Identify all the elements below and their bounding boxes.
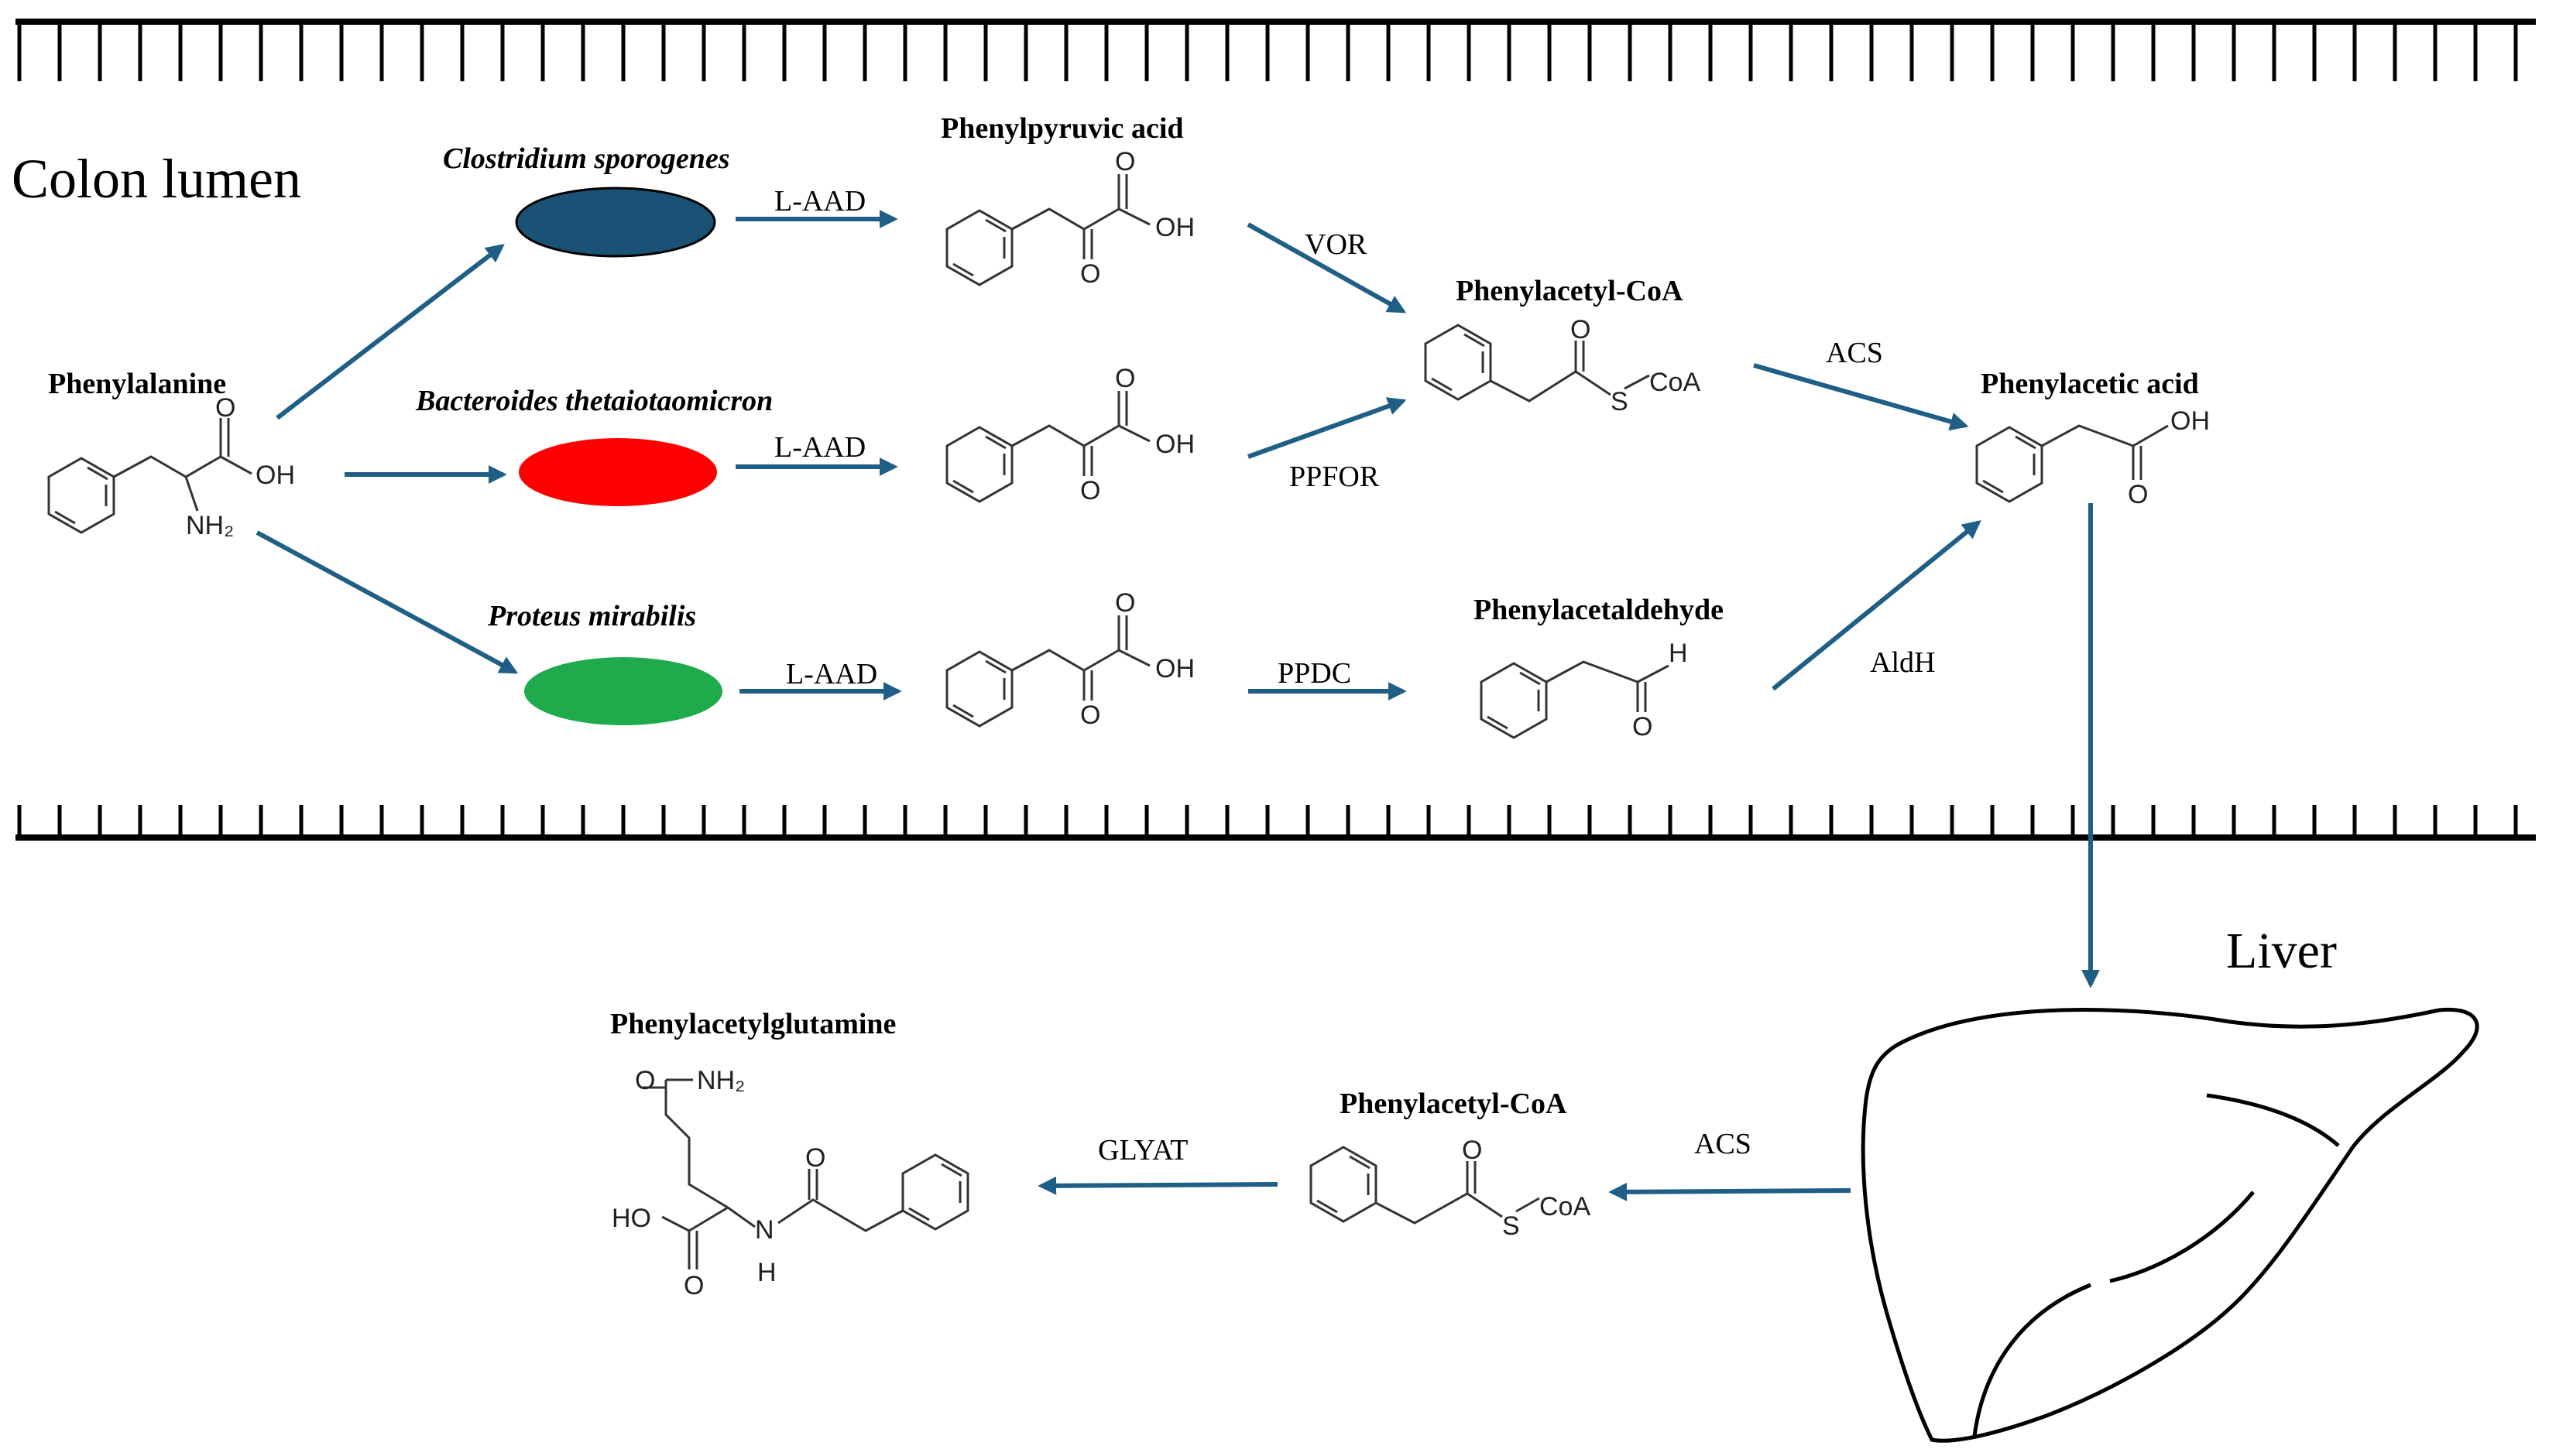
arrow-acs-2 [1608, 1182, 1851, 1201]
phenylacetaldehyde-structure: H O [1480, 639, 1688, 742]
ppa2-o-top: O [1115, 364, 1135, 393]
phenylacetylglutamine-label: Phenylacetylglutamine [610, 1008, 896, 1040]
phenylacetylglutamine-structure: O NH₂ O N H HO O [612, 1066, 969, 1300]
ppa2-oh: OH [1155, 430, 1195, 459]
ppa3-o-top: O [1115, 588, 1135, 618]
arrow-ppfor [1247, 397, 1407, 459]
phenylacetaldehyde-label: Phenylacetaldehyde [1473, 594, 1724, 626]
bacteroides-label: Bacteroides thetaiotaomicron [415, 385, 773, 417]
arrow-phe-to-proteus [256, 530, 519, 674]
phenylpyruvic-acid-structure-1: O O OH [945, 147, 1195, 289]
arrow-acs-1 [1753, 363, 1969, 431]
ppfor-label: PPFOR [1289, 461, 1380, 493]
paca-s: S [1611, 387, 1628, 416]
pacl-coa: CoA [1539, 1192, 1590, 1221]
phenylalanine-structure: O OH NH₂ [47, 393, 295, 540]
ppa1-o-bottom: O [1080, 259, 1100, 289]
phenylpyruvic-acid-label: Phenylpyruvic acid [941, 112, 1184, 145]
clostridium-label: Clostridium sporogenes [443, 142, 730, 175]
laad-label-2: L-AAD [774, 431, 866, 464]
pag-h: H [757, 1258, 777, 1287]
pac-o: O [2128, 480, 2148, 509]
phenylpyruvic-acid-structure-3: O O OH [945, 588, 1195, 730]
ppa3-oh: OH [1155, 654, 1195, 683]
pag-o-amide-top: O [635, 1066, 655, 1095]
vor-label: VOR [1305, 228, 1367, 261]
ppa1-o-top: O [1115, 147, 1135, 176]
arrow-glyat [1038, 1176, 1278, 1195]
top-membrane [15, 19, 2536, 81]
pag-o-acid: O [684, 1271, 704, 1300]
pag-n: N [755, 1215, 774, 1245]
bacteroides-ellipse [519, 438, 717, 506]
phenylacetyl-coa-liver-label: Phenylacetyl-CoA [1340, 1088, 1567, 1120]
proteus-label: Proteus mirabilis [487, 600, 696, 632]
proteus-ellipse [524, 657, 722, 725]
arrow-vor [1247, 222, 1407, 313]
phenylacetic-acid-label: Phenylacetic acid [1981, 368, 2199, 400]
laad-label-1: L-AAD [774, 185, 866, 218]
pacl-o: O [1462, 1136, 1482, 1165]
laad-label-3: L-AAD [786, 658, 877, 690]
phenylacetyl-coa-structure: O S CoA [1424, 315, 1700, 416]
phenylacetic-acid-structure: OH O [1975, 406, 2210, 509]
acs-label-2: ACS [1694, 1128, 1751, 1160]
phenylalanine-label: Phenylalanine [48, 368, 226, 400]
pac-oh: OH [2170, 406, 2210, 436]
paca-coa: CoA [1649, 368, 1700, 397]
phenylacetyl-coa-label: Phenylacetyl-CoA [1456, 275, 1683, 307]
pald-h: H [1669, 639, 1688, 668]
pald-o: O [1632, 712, 1652, 742]
ppa3-o-bottom: O [1080, 701, 1100, 730]
bottom-membrane [15, 805, 2536, 841]
phenylpyruvic-acid-structure-2: O O OH [945, 364, 1195, 505]
colon-lumen-label: Colon lumen [12, 148, 301, 210]
clostridium-ellipse [515, 187, 716, 258]
liver-label: Liver [2226, 923, 2337, 979]
liver-icon [1861, 1007, 2479, 1443]
pacl-s: S [1502, 1211, 1520, 1241]
phe-nh2: NH₂ [186, 511, 234, 540]
acs-label-1: ACS [1826, 337, 1883, 369]
glyat-label: GLYAT [1098, 1134, 1189, 1167]
ppdc-label: PPDC [1278, 657, 1351, 690]
phenylacetyl-coa-liver-structure: O S CoA [1309, 1136, 1590, 1241]
ppa2-o-bottom: O [1080, 476, 1100, 505]
pag-o-amide: O [805, 1143, 825, 1173]
pag-nh2: NH₂ [697, 1066, 745, 1095]
ppa1-oh: OH [1155, 213, 1195, 242]
phe-o: O [215, 393, 235, 423]
phe-oh: OH [256, 461, 295, 490]
paca-o: O [1570, 315, 1590, 344]
aldh-label: AldH [1870, 646, 1935, 679]
arrow-aldh [1772, 519, 1981, 691]
arrow-phe-to-clostridium [276, 244, 505, 420]
pag-ho: HO [612, 1204, 651, 1233]
pathway-arrows [256, 210, 2100, 1201]
